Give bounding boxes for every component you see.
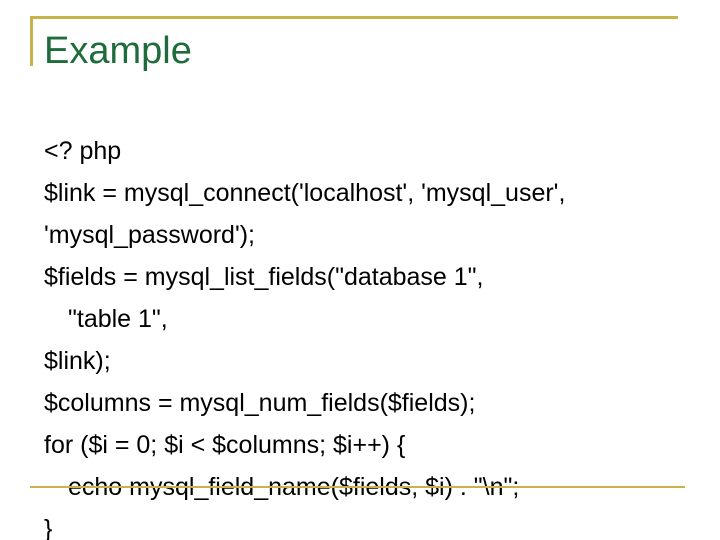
- code-line: $columns = mysql_num_fields($fields);: [44, 389, 476, 417]
- frame-left-line: [30, 16, 33, 66]
- code-line: 'mysql_password');: [44, 221, 255, 249]
- code-line: $link);: [44, 347, 111, 375]
- code-line: <? php: [44, 137, 122, 165]
- frame-bottom-line: [30, 486, 685, 488]
- slide-title: Example: [44, 30, 192, 72]
- frame-top-line: [30, 16, 678, 19]
- code-block: <? php $link = mysql_connect('localhost',…: [44, 130, 565, 540]
- code-line: "table 1",: [68, 305, 168, 333]
- code-line: $fields = mysql_list_fields("database 1"…: [44, 263, 484, 291]
- code-line: }: [44, 515, 53, 540]
- code-line: $link = mysql_connect('localhost', 'mysq…: [44, 179, 566, 207]
- code-line: for ($i = 0; $i < $columns; $i++) {: [44, 431, 406, 459]
